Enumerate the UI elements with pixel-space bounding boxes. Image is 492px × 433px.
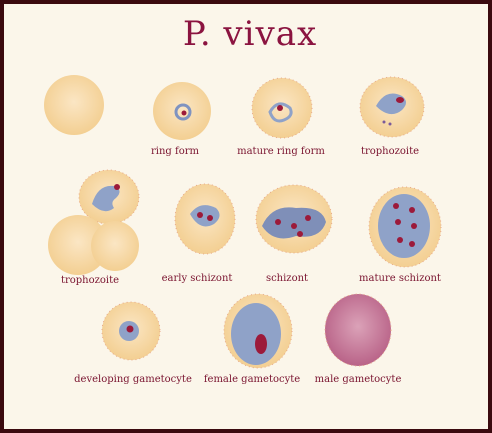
- label-male-gametocyte: male gametocyte: [314, 374, 402, 385]
- uninfected-rbc: [44, 75, 104, 135]
- mature-ring-form-cell: [251, 77, 313, 139]
- label-trophozoite-2: trophozoite: [60, 275, 120, 286]
- illustration: [44, 75, 442, 369]
- label-trophozoite-1: trophozoite: [360, 146, 420, 157]
- label-ring-form: ring form: [151, 146, 199, 157]
- label-early-schizont: early schizont: [161, 273, 233, 284]
- label-mature-ring-form: mature ring form: [237, 146, 325, 157]
- label-schizont: schizont: [265, 273, 309, 284]
- schizont-cell: [255, 184, 333, 254]
- mature-schizont-cell: [368, 186, 442, 268]
- label-female-gametocyte: female gametocyte: [203, 374, 301, 385]
- trophozoite-cell-2: [48, 169, 140, 275]
- developing-gametocyte-cell: [101, 301, 161, 361]
- male-gametocyte-cell: [324, 293, 392, 367]
- trophozoite-cell-1: [359, 76, 425, 138]
- ring-form-cell: [153, 82, 211, 140]
- label-developing-gametocyte: developing gametocyte: [74, 374, 192, 385]
- label-mature-schizont: mature schizont: [359, 273, 441, 284]
- plate-title: P. vivax: [182, 14, 318, 54]
- early-schizont-cell: [174, 183, 236, 255]
- female-gametocyte-cell: [223, 293, 293, 369]
